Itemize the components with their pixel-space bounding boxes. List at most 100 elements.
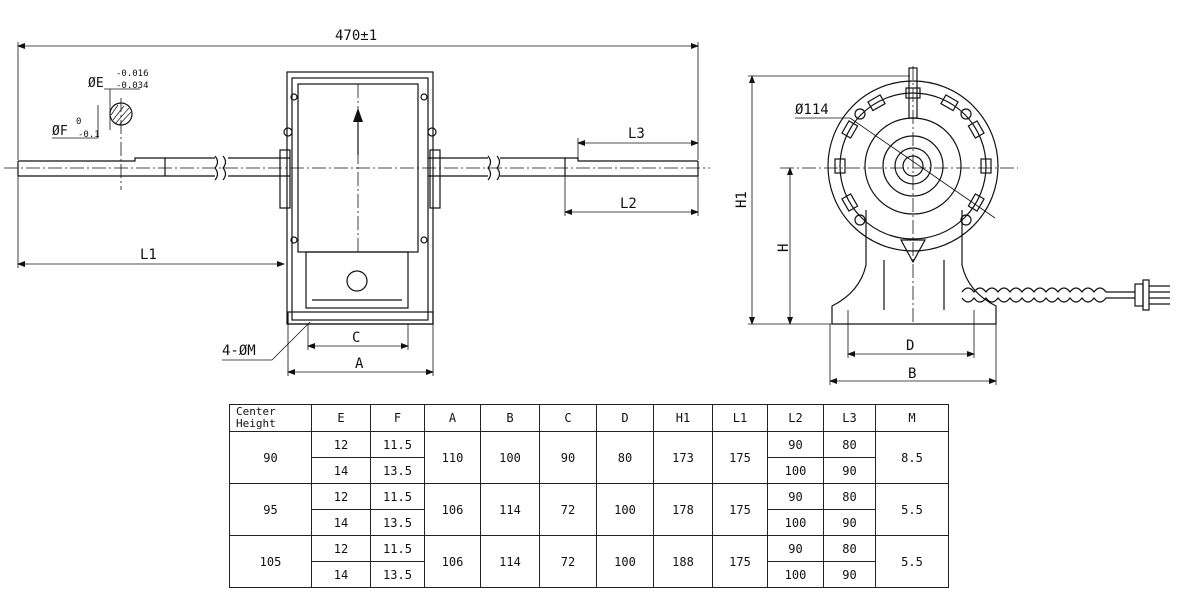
cell-l3: 80 [823, 483, 876, 510]
cell-l2: 90 [767, 535, 824, 562]
cell-d: 80 [596, 431, 654, 484]
mount-hole-icon [346, 270, 368, 292]
header-a: A [424, 404, 481, 432]
cell-a: 110 [424, 431, 481, 484]
header-l3: L3 [823, 404, 876, 432]
cell-m: 8.5 [875, 431, 949, 484]
cell-m: 5.5 [875, 535, 949, 588]
cell-c: 72 [539, 535, 597, 588]
d-label: D [906, 338, 914, 354]
cell-e: 14 [311, 509, 371, 536]
mount-holes-label: 4-ØM [222, 343, 256, 359]
cell-f: 11.5 [370, 431, 425, 458]
cell-d: 100 [596, 483, 654, 536]
cell-e: 12 [311, 535, 371, 562]
header-m: M [875, 404, 949, 432]
cell-a: 106 [424, 483, 481, 536]
flange-dia-label: Ø114 [795, 102, 829, 118]
cell-l1: 175 [712, 483, 768, 536]
c-label: C [352, 330, 360, 346]
side-view: Ø114 H1 H D B [734, 66, 1170, 385]
table-row: 90 12 11.5 110 100 90 80 173 175 90 80 8… [229, 431, 949, 484]
cell-f: 13.5 [370, 509, 425, 536]
cell-e: 12 [311, 431, 371, 458]
cell-b: 100 [480, 431, 540, 484]
cell-center-height: 90 [229, 431, 312, 484]
cell-l2: 90 [767, 431, 824, 458]
cell-l3: 90 [823, 457, 876, 484]
cell-m: 5.5 [875, 483, 949, 536]
h-label: H [776, 244, 792, 252]
motor-body [279, 71, 441, 325]
mount-foot [305, 251, 409, 309]
cell-h1: 178 [653, 483, 713, 536]
dim-e-label: ØE [88, 76, 104, 91]
a-label: A [355, 356, 364, 372]
cell-f: 11.5 [370, 483, 425, 510]
header-f: F [370, 404, 425, 432]
cell-l1: 175 [712, 535, 768, 588]
table-row: 14 13.5 100 90 [230, 561, 949, 588]
cell-e: 14 [311, 561, 371, 588]
cell-l3: 80 [823, 535, 876, 562]
h1-label: H1 [734, 191, 750, 208]
table-row: 105 12 11.5 106 114 72 100 188 175 90 80… [229, 535, 949, 588]
mount-stand [831, 210, 997, 325]
l1-label: L1 [140, 247, 157, 263]
cell-l3: 90 [823, 509, 876, 536]
cell-b: 114 [480, 535, 540, 588]
dim-f-label: ØF [52, 124, 68, 139]
dim-e-lower-tol: -0.034 [116, 81, 149, 91]
cell-l2: 100 [767, 509, 824, 536]
cell-d: 100 [596, 535, 654, 588]
cell-l2: 100 [767, 457, 824, 484]
overall-length-label: 470±1 [335, 28, 377, 44]
cell-l1: 175 [712, 431, 768, 484]
dim-e-upper-tol: -0.016 [116, 69, 149, 79]
header-l2: L2 [767, 404, 824, 432]
cell-c: 90 [539, 431, 597, 484]
cell-l2: 90 [767, 483, 824, 510]
cell-b: 114 [480, 483, 540, 536]
table-row: 14 13.5 100 90 [230, 509, 949, 536]
cell-center-height: 105 [229, 535, 312, 588]
header-d: D [596, 404, 654, 432]
header-h1: H1 [653, 404, 713, 432]
cell-h1: 173 [653, 431, 713, 484]
header-e: E [311, 404, 371, 432]
table-row: 95 12 11.5 106 114 72 100 178 175 90 80 … [229, 483, 949, 536]
cell-e: 12 [311, 483, 371, 510]
cell-a: 106 [424, 535, 481, 588]
lead-cable [961, 279, 1170, 311]
b-label: B [908, 366, 916, 382]
cell-l3: 80 [823, 431, 876, 458]
cell-f: 13.5 [370, 457, 425, 484]
dim-f-lower-tol: -0.1 [78, 130, 100, 140]
dim-f-upper-tol: 0 [76, 117, 81, 127]
right-shaft [428, 155, 699, 181]
cell-c: 72 [539, 483, 597, 536]
shaft-diameter-callout: ØE -0.016 -0.034 ØF 0 -0.1 [52, 69, 149, 190]
cell-center-height: 95 [229, 483, 312, 536]
header-b: B [480, 404, 540, 432]
l3-label: L3 [628, 126, 645, 142]
screw-icon [427, 127, 437, 137]
cell-l3: 90 [823, 561, 876, 588]
cell-h1: 188 [653, 535, 713, 588]
cell-e: 14 [311, 457, 371, 484]
screw-icon [283, 127, 293, 137]
direction-arrow-icon [353, 108, 363, 122]
header-l1: L1 [712, 404, 768, 432]
front-view: 470±1 ØE -0.016 -0.034 Ø [4, 28, 710, 376]
cell-f: 11.5 [370, 535, 425, 562]
header-c: C [539, 404, 597, 432]
table-row: 14 13.5 100 90 [230, 457, 949, 484]
l2-label: L2 [620, 196, 637, 212]
motor-flange [827, 80, 999, 252]
left-shaft [17, 155, 290, 181]
cell-l2: 100 [767, 561, 824, 588]
